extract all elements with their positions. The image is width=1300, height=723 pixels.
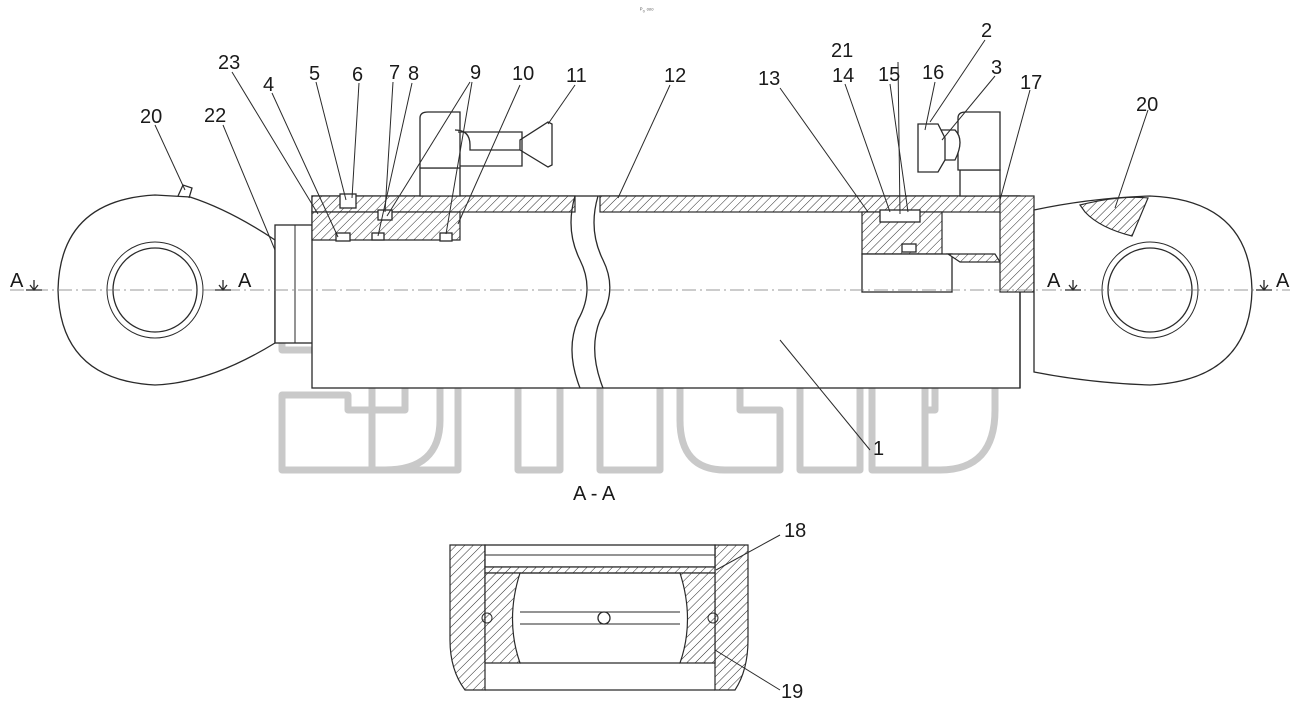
callout-17: 17 — [1020, 72, 1042, 94]
callout-22: 22 — [204, 105, 226, 127]
callout-1: 1 — [873, 438, 884, 460]
section-a-a-view — [449, 544, 749, 691]
section-title: A - A — [573, 483, 616, 505]
left-port-fitting — [419, 167, 461, 197]
header-small-text: ᴾ₀ ᵒᵒᵒ — [640, 7, 654, 14]
callout-20-right: 20 — [1136, 94, 1158, 116]
callout-3: 3 — [991, 57, 1002, 79]
callout-11: 11 — [566, 65, 587, 87]
right-port-fitting — [959, 169, 1001, 197]
section-mark-left-b: A — [238, 270, 252, 292]
callout-21: 21 — [831, 40, 853, 62]
callout-16: 16 — [922, 62, 944, 84]
section-mark-right-b: A — [1276, 270, 1290, 292]
callout-5: 5 — [309, 63, 320, 85]
callout-9: 9 — [470, 62, 481, 84]
callout-12: 12 — [664, 65, 686, 87]
callout-10: 10 — [512, 63, 534, 85]
callout-7: 7 — [389, 62, 400, 84]
callout-19: 19 — [781, 681, 803, 703]
callout-2: 2 — [981, 20, 992, 42]
section-mark-right-a: A — [1047, 270, 1061, 292]
callout-13: 13 — [758, 68, 780, 90]
grease-nipple-left — [177, 184, 193, 199]
section-markers: A A A A — [10, 270, 1290, 292]
cylinder-assembly — [10, 111, 1290, 389]
section-mark-left-a: A — [10, 270, 24, 292]
callout-23: 23 — [218, 52, 240, 74]
callout-15: 15 — [878, 64, 900, 86]
callout-18: 18 — [784, 520, 806, 542]
leader-lines — [154, 39, 1149, 691]
callout-14: 14 — [832, 65, 854, 87]
callout-8: 8 — [408, 63, 419, 85]
callout-20-left: 20 — [140, 106, 162, 128]
callout-4: 4 — [263, 74, 274, 96]
end-cap — [999, 195, 1035, 293]
callout-labels: 20 22 23 4 5 6 7 8 9 10 11 12 13 21 14 1… — [140, 20, 1158, 703]
callout-6: 6 — [352, 64, 363, 86]
